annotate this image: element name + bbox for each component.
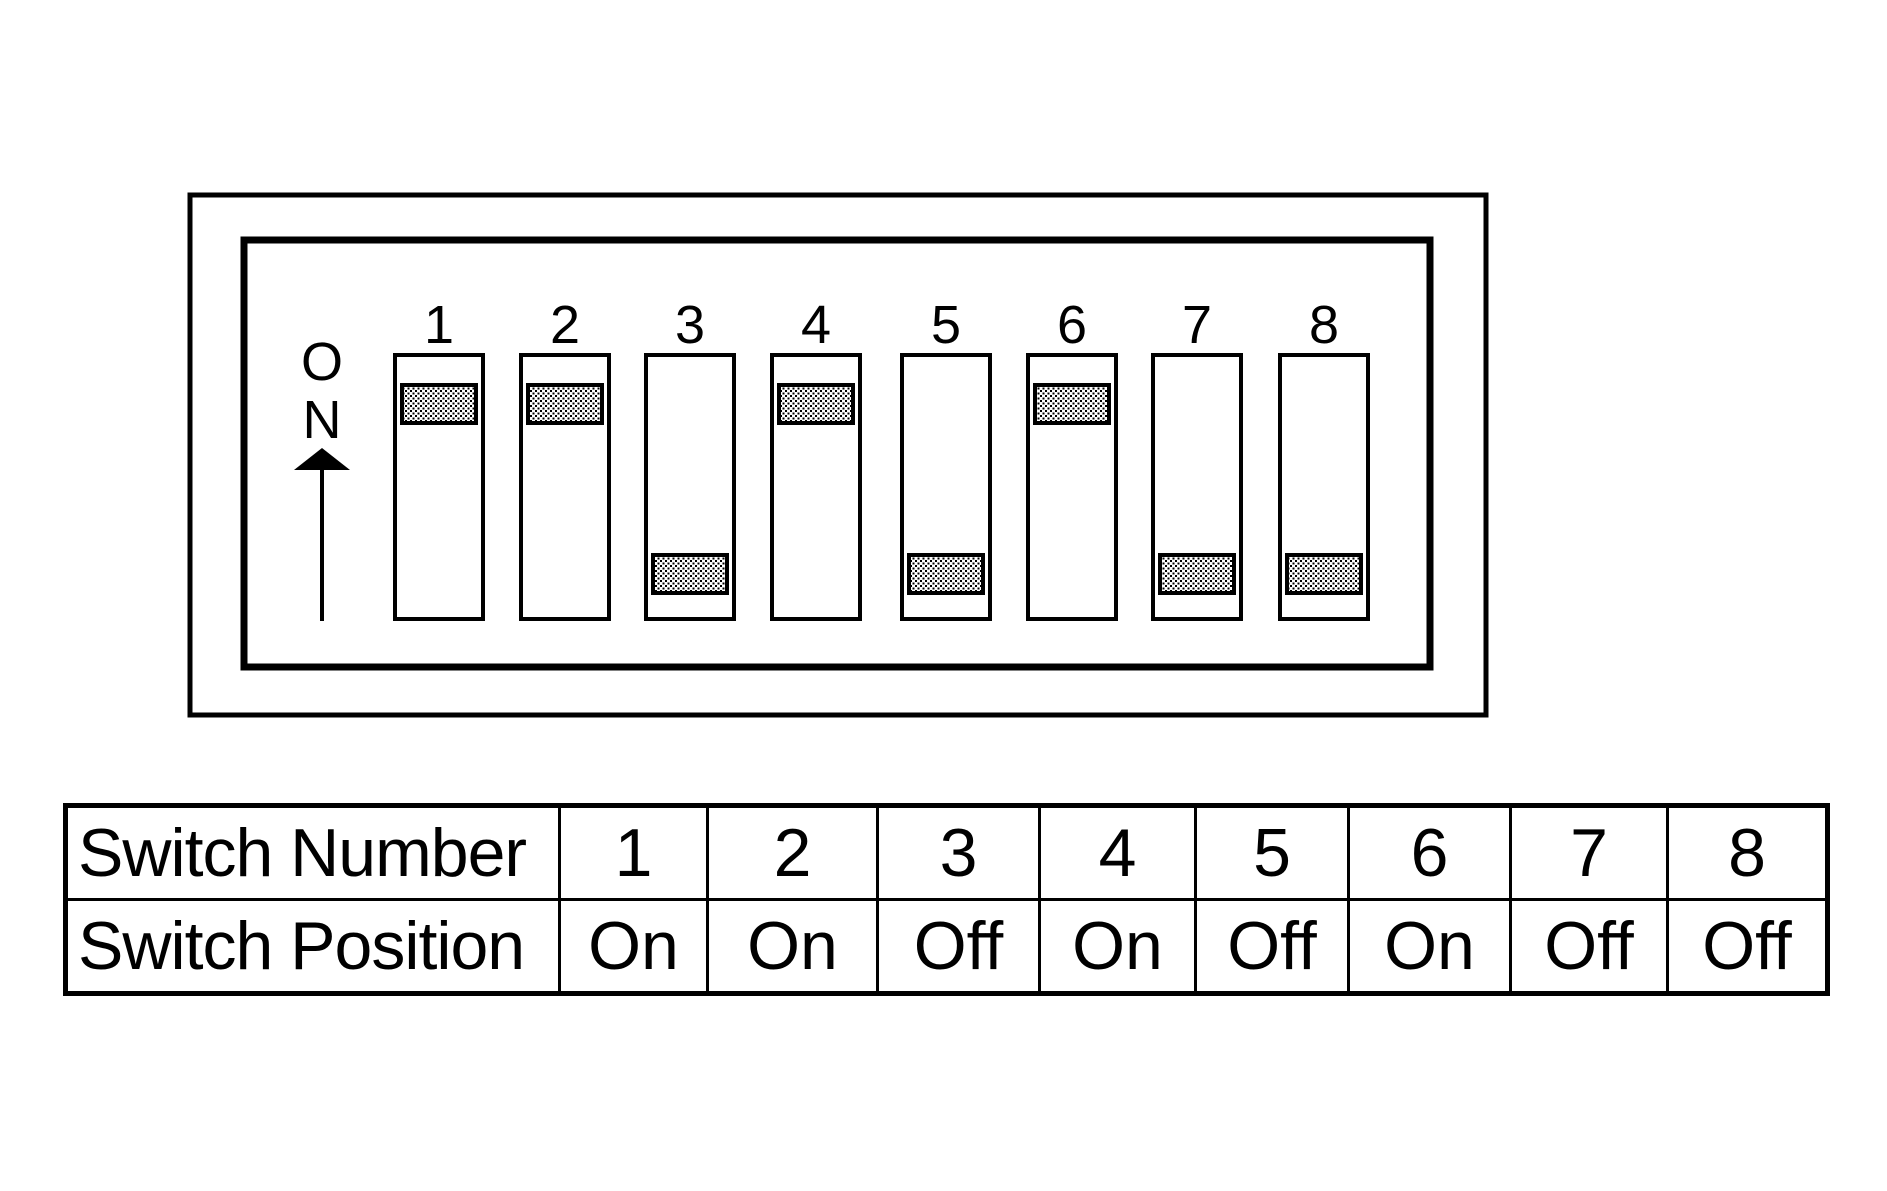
switch-slider[interactable] [1033, 383, 1111, 425]
switch-number-header: Switch Number [64, 804, 561, 901]
dip-switch-3[interactable]: 3 [644, 295, 736, 621]
switch-position-cell: On [1038, 898, 1197, 995]
dip-switch-4[interactable]: 4 [770, 295, 862, 621]
switch-number-label: 8 [1309, 295, 1339, 355]
switch-number-cell: 8 [1666, 804, 1829, 901]
switch-number-cell: 7 [1509, 804, 1669, 901]
switch-slider[interactable] [1285, 553, 1363, 595]
switch-position-header: Switch Position [64, 898, 561, 995]
switch-slider[interactable] [1158, 553, 1236, 595]
switch-number-label: 2 [550, 295, 580, 355]
switch-number-cell: 1 [558, 804, 709, 901]
dip-switch-2[interactable]: 2 [519, 295, 611, 621]
switch-number-cell: 5 [1194, 804, 1350, 901]
switch-number-cell: 3 [876, 804, 1041, 901]
switch-slider[interactable] [526, 383, 604, 425]
switch-settings-table: Switch Number 1 2 3 4 5 6 7 8 Switch Pos… [63, 803, 1830, 996]
switch-number-cell: 6 [1347, 804, 1512, 901]
switch-number-label: 4 [801, 295, 831, 355]
switch-number-cell: 2 [706, 804, 879, 901]
dip-switch-bank: 1 2 3 4 5 6 7 [393, 295, 1370, 621]
switch-slider[interactable] [777, 383, 855, 425]
switch-position-row: Switch Position On On Off On Off On Off … [64, 898, 1829, 995]
switch-number-cell: 4 [1038, 804, 1197, 901]
switch-position-cell: Off [1194, 898, 1350, 995]
dip-switch-outer-housing [187, 192, 1489, 718]
dip-switch-inner-frame [240, 236, 1434, 671]
dip-switch-8[interactable]: 8 [1278, 295, 1370, 621]
switch-position-cell: On [1347, 898, 1512, 995]
up-arrow-icon [294, 448, 350, 470]
on-direction-indicator: O N [294, 332, 350, 621]
switch-slider[interactable] [907, 553, 985, 595]
dip-switch-1[interactable]: 1 [393, 295, 485, 621]
switch-number-label: 6 [1057, 295, 1087, 355]
dip-switch-6[interactable]: 6 [1026, 295, 1118, 621]
switch-slider[interactable] [400, 383, 478, 425]
switch-position-cell: Off [1509, 898, 1669, 995]
switch-number-row: Switch Number 1 2 3 4 5 6 7 8 [64, 804, 1829, 901]
switch-position-cell: Off [876, 898, 1041, 995]
switch-position-cell: On [706, 898, 879, 995]
dip-switch-7[interactable]: 7 [1151, 295, 1243, 621]
switch-position-cell: Off [1666, 898, 1829, 995]
switch-number-label: 5 [931, 295, 961, 355]
switch-number-label: 7 [1182, 295, 1212, 355]
switch-number-label: 1 [424, 295, 454, 355]
on-label-letter-n: N [303, 390, 342, 450]
dip-switch-5[interactable]: 5 [900, 295, 992, 621]
switch-number-label: 3 [675, 295, 705, 355]
on-label-letter-o: O [301, 332, 343, 392]
switch-slider[interactable] [651, 553, 729, 595]
switch-position-cell: On [558, 898, 709, 995]
